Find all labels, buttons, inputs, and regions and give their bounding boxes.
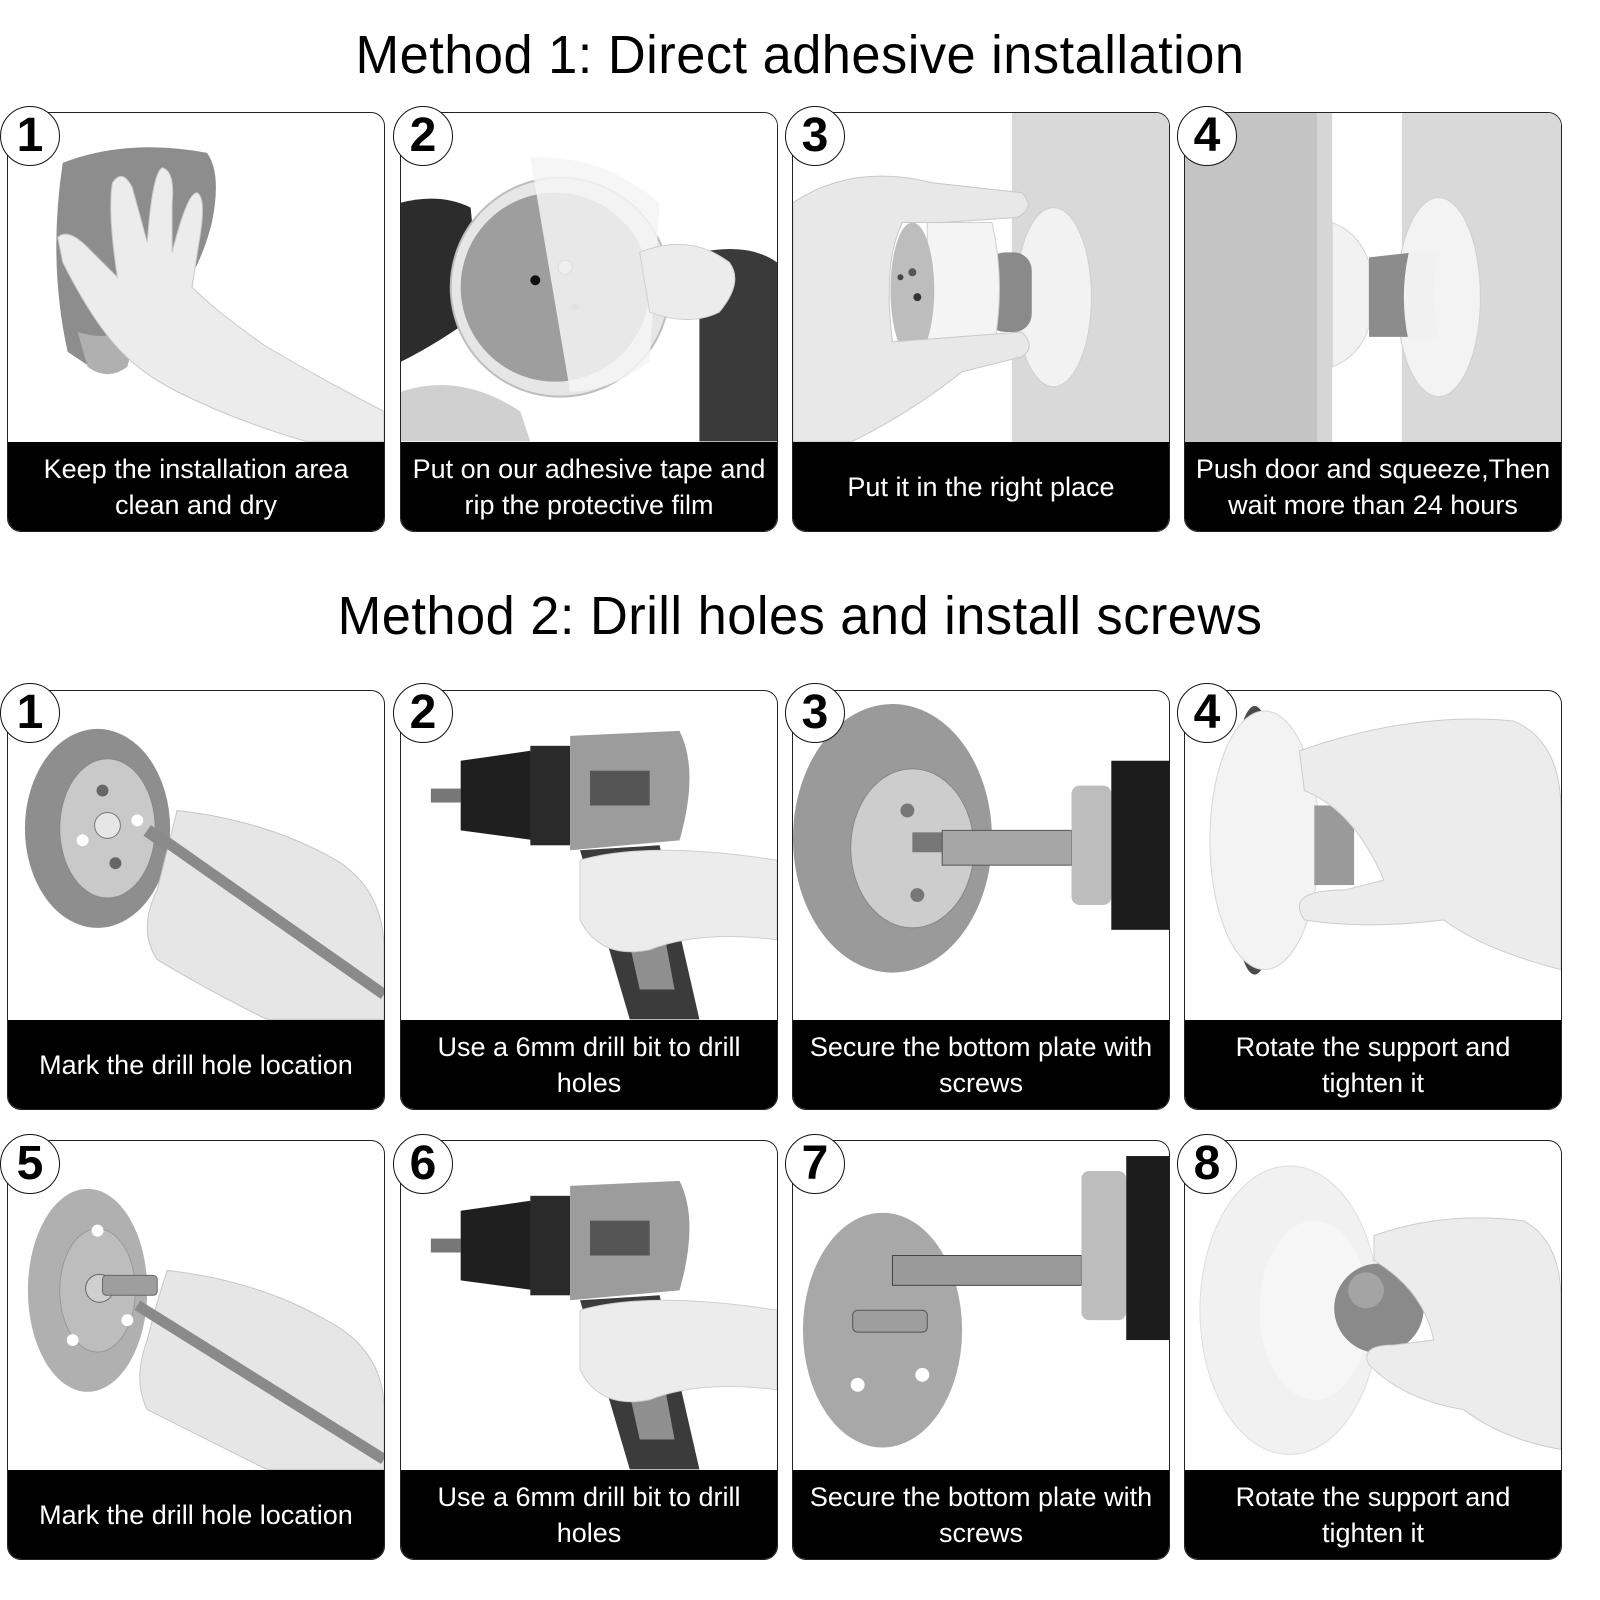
step-number-badge: 3 bbox=[785, 683, 845, 743]
method-1-step-1-panel: Keep the installation area clean and dry bbox=[7, 112, 385, 532]
step-number-badge: 4 bbox=[1177, 106, 1237, 166]
step-number-badge: 2 bbox=[393, 106, 453, 166]
step-caption: Mark the drill hole location bbox=[8, 1020, 384, 1109]
rotating-support-illustration bbox=[1209, 706, 1561, 975]
marking-with-pencil-illustration bbox=[24, 728, 384, 1020]
rotating-ball-support-illustration bbox=[1199, 1165, 1561, 1455]
step-number-badge: 4 bbox=[1177, 683, 1237, 743]
method-2-step-4-panel: Rotate the support and tighten it bbox=[1184, 690, 1562, 1110]
step-number-badge: 1 bbox=[0, 106, 60, 166]
step-caption: Keep the installation area clean and dry bbox=[8, 442, 384, 531]
step-caption: Secure the bottom plate with screws bbox=[793, 1470, 1169, 1559]
screwdriver-on-plate-illustration bbox=[802, 1156, 1169, 1448]
method-1-step-3-panel: Put it in the right place bbox=[792, 112, 1170, 532]
method-2-step-5-panel: Mark the drill hole location bbox=[7, 1140, 385, 1560]
step-number-badge: 8 bbox=[1177, 1134, 1237, 1194]
step-caption: Secure the bottom plate with screws bbox=[793, 1020, 1169, 1109]
hand-wiping-cloth-illustration bbox=[56, 147, 384, 442]
method-2-step-3-panel: Secure the bottom plate with screws bbox=[792, 690, 1170, 1110]
step-number-badge: 1 bbox=[0, 683, 60, 743]
step-number-badge: 6 bbox=[393, 1134, 453, 1194]
step-caption: Put it in the right place bbox=[793, 442, 1169, 531]
cordless-drill-illustration bbox=[430, 1180, 777, 1470]
method-1-step-2-panel: Put on our adhesive tape and rip the pro… bbox=[400, 112, 778, 532]
step-caption: Use a 6mm drill bit to drill holes bbox=[401, 1020, 777, 1109]
screwdriver-on-plate-illustration bbox=[793, 704, 1169, 973]
step-caption: Rotate the support and tighten it bbox=[1185, 1470, 1561, 1559]
step-number-badge: 5 bbox=[0, 1134, 60, 1194]
method-2-step-2-panel: Use a 6mm drill bit to drill holes bbox=[400, 690, 778, 1110]
step-caption: Push door and squeeze,Then wait more tha… bbox=[1185, 442, 1561, 531]
method-2-step-1-panel: Mark the drill hole location bbox=[7, 690, 385, 1110]
cordless-drill-illustration bbox=[430, 730, 777, 1020]
marking-with-pencil-illustration bbox=[27, 1188, 384, 1470]
step-caption: Rotate the support and tighten it bbox=[1185, 1020, 1561, 1109]
method-1-step-4-panel: Push door and squeeze,Then wait more tha… bbox=[1184, 112, 1562, 532]
method-2-step-7-panel: Secure the bottom plate with screws bbox=[792, 1140, 1170, 1560]
step-number-badge: 7 bbox=[785, 1134, 845, 1194]
step-number-badge: 3 bbox=[785, 106, 845, 166]
method-2-step-6-panel: Use a 6mm drill bit to drill holes bbox=[400, 1140, 778, 1560]
step-caption: Use a 6mm drill bit to drill holes bbox=[401, 1470, 777, 1559]
method-1-title: Method 1: Direct adhesive installation bbox=[355, 25, 1245, 85]
step-number-badge: 2 bbox=[393, 683, 453, 743]
step-caption: Put on our adhesive tape and rip the pro… bbox=[401, 442, 777, 531]
method-2-title: Method 2: Drill holes and install screws bbox=[337, 586, 1263, 646]
method-2-step-8-panel: Rotate the support and tighten it bbox=[1184, 1140, 1562, 1560]
step-caption: Mark the drill hole location bbox=[8, 1470, 384, 1559]
